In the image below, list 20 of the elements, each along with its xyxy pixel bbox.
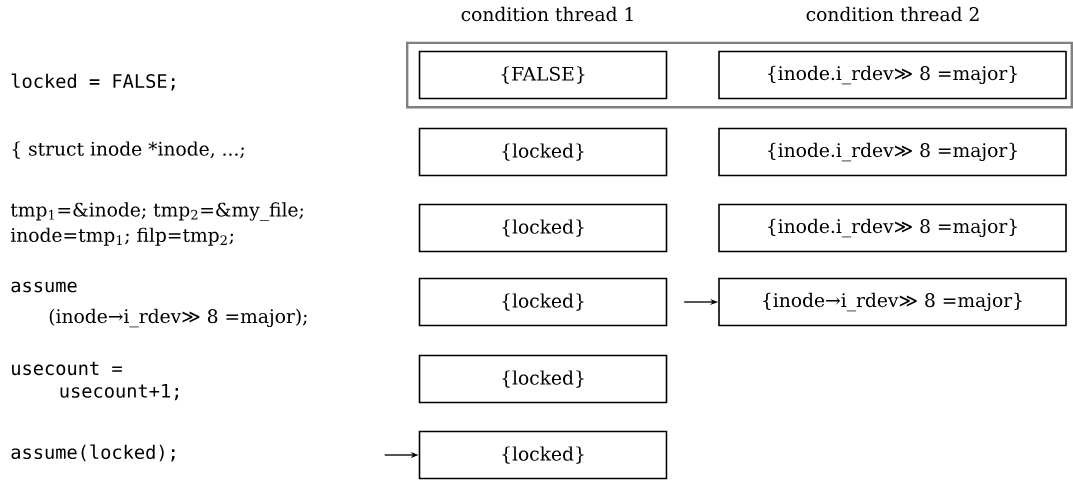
code-line: assume [11, 281, 77, 293]
column-header: condition thread 1 [461, 6, 633, 22]
condition-box: {locked} [418, 430, 668, 480]
condition-box: {locked} [418, 354, 668, 404]
condition-box: {inode.i_rdev≫ 8 =major} [718, 127, 1067, 177]
condition-box: {inode→i_rdev≫ 8 =major} [718, 277, 1067, 327]
code-line: (inode→i_rdev≫ 8 =major); [49, 308, 307, 328]
condition-box: {locked} [418, 277, 668, 327]
code-line: locked = FALSE; [11, 73, 175, 91]
condition-box: {locked} [418, 203, 668, 253]
column-header: condition thread 2 [806, 6, 979, 22]
code-line: assume(locked); [11, 444, 175, 462]
code-line: { struct inode *inode, ...; [12, 141, 244, 159]
code-line: tmp$_{1}$=&inode; tmp$_{2}$=&my_file; inode=tmp$_{1}$; filp=tmp$_{2}$; [10, 202, 303, 246]
code-line: usecount = usecount+1; [12, 361, 179, 401]
condition-box: {inode.i_rdev≫ 8 =major} [718, 203, 1067, 253]
condition-box: {FALSE} [418, 50, 668, 100]
condition-box: {inode.i_rdev≫ 8 =major} [718, 50, 1067, 100]
condition-box: {locked} [418, 127, 668, 177]
group-frame [406, 41, 1073, 109]
